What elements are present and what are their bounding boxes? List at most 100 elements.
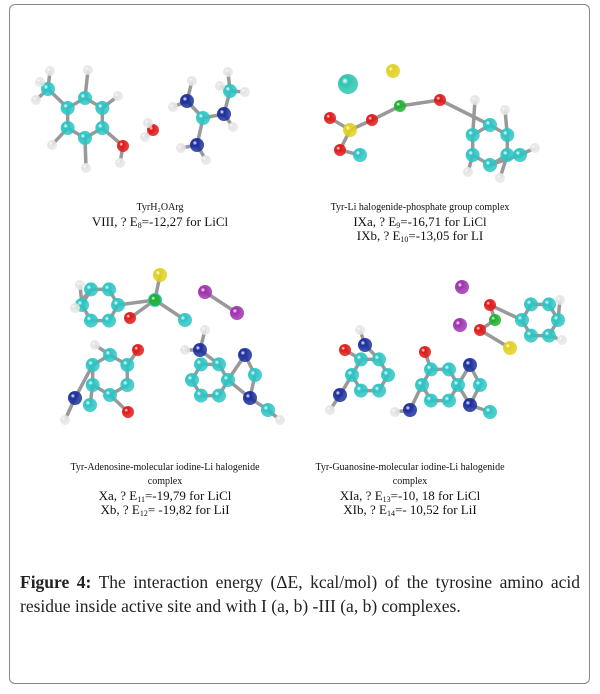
atom-C <box>84 313 98 328</box>
atom-N <box>193 343 207 357</box>
atom-O <box>334 144 346 156</box>
atom-N <box>68 391 82 405</box>
panel-title: TyrH₂OArg <box>136 202 184 213</box>
tyr-xi <box>474 295 567 355</box>
atom-C <box>442 362 456 377</box>
adenosine-x <box>180 325 285 425</box>
atom-C <box>372 352 386 367</box>
tyrosine-viii <box>31 65 129 173</box>
atom-C <box>465 148 480 162</box>
atom-C <box>111 298 125 312</box>
atom-C <box>353 148 367 162</box>
energy-line: Xa, ? E11=-19,79 for LiCl <box>98 488 232 504</box>
atom-O <box>419 346 431 358</box>
energy-line: IXa, ? E9=-16,71 for LiCl <box>353 214 487 230</box>
atom-C <box>424 393 438 408</box>
atom-C <box>194 357 208 372</box>
atom-C <box>95 121 110 135</box>
atom-H <box>530 143 540 153</box>
atom-H <box>240 87 250 97</box>
atom-O <box>366 114 378 126</box>
atom-C <box>381 368 395 382</box>
atom-C <box>78 131 92 145</box>
atom-H <box>325 405 335 415</box>
atom-C <box>451 378 465 392</box>
atom-C <box>524 328 538 343</box>
atom-C <box>178 313 192 327</box>
tyr-phosphate-ix <box>324 94 540 183</box>
atom-H <box>113 91 123 101</box>
atom-C <box>60 121 75 135</box>
atom-N <box>358 338 372 352</box>
atom-H <box>31 95 41 105</box>
atom-C <box>483 158 497 172</box>
atom-C <box>551 313 565 327</box>
atom-C <box>524 297 538 312</box>
atom-H <box>557 335 567 345</box>
atom-C <box>515 313 529 327</box>
atom-H <box>495 173 505 183</box>
atom-C <box>542 297 556 312</box>
figure-frame <box>9 4 590 684</box>
atom-H <box>176 143 186 153</box>
atom-C <box>103 348 117 362</box>
atom-C <box>500 148 515 162</box>
figure-caption: Figure 4: The interaction energy (ΔE, kc… <box>20 570 580 618</box>
atom-H <box>187 76 197 86</box>
atom-Li <box>489 314 501 326</box>
atom-C <box>248 368 262 382</box>
atom-C <box>120 358 135 372</box>
atom-H <box>140 132 150 142</box>
atom-O <box>434 94 446 106</box>
atom-N <box>190 138 204 152</box>
atom-C <box>41 82 55 96</box>
atom-N <box>238 348 252 362</box>
iodine-xi <box>453 280 469 332</box>
atom-H <box>83 65 93 75</box>
atom-C <box>473 378 487 392</box>
atom-C <box>354 352 368 367</box>
atom-C <box>185 373 199 387</box>
iodine-x <box>198 285 244 320</box>
atom-H <box>463 167 473 177</box>
atom-H <box>470 95 480 105</box>
bond <box>399 98 441 108</box>
atom-N <box>403 403 417 417</box>
tyr-x <box>70 268 192 328</box>
atom-H <box>223 67 233 77</box>
atom-C <box>102 313 116 328</box>
panel-viii-label: TyrH₂OArg VIII, ? E8=-12,27 for LiCl <box>60 201 260 230</box>
atom-C <box>442 393 456 408</box>
atom-O <box>474 324 486 336</box>
atom-C <box>212 388 226 403</box>
panel-title: Tyr-Adenosine-molecular iodine-Li haloge… <box>70 462 260 487</box>
atom-N <box>463 358 477 372</box>
adenosine-base-x <box>60 340 144 425</box>
water <box>140 118 159 142</box>
atom-C <box>60 101 75 115</box>
atom-H <box>390 407 400 417</box>
atom-N <box>217 107 231 121</box>
atom-O <box>484 299 496 311</box>
atom-N <box>463 398 477 412</box>
figure-label: Figure 4: <box>20 572 92 592</box>
energy-line: Xb, ? E12= -19,82 for LiI <box>100 502 230 518</box>
atom-H <box>143 118 153 128</box>
arginine <box>168 67 250 165</box>
caption-text: The interaction energy (ΔE, kcal/mol) of… <box>20 572 580 616</box>
atom-H <box>60 415 70 425</box>
atom-C <box>424 362 438 377</box>
atom-H <box>115 158 125 168</box>
atom-H <box>355 325 365 335</box>
panel-xi-label: Tyr-Guanosine-molecular iodine-Li haloge… <box>300 461 520 518</box>
panel-ix-label: Tyr-Li halogenide-phosphate group comple… <box>300 201 540 244</box>
atom-H <box>180 345 190 355</box>
atom-O <box>132 344 144 356</box>
atom-C <box>500 128 515 142</box>
atom-H <box>275 415 285 425</box>
atom-C <box>483 118 497 132</box>
atom-H <box>200 325 210 335</box>
atom-C <box>95 101 110 115</box>
atom-H <box>47 140 57 150</box>
atom-H <box>70 303 80 313</box>
